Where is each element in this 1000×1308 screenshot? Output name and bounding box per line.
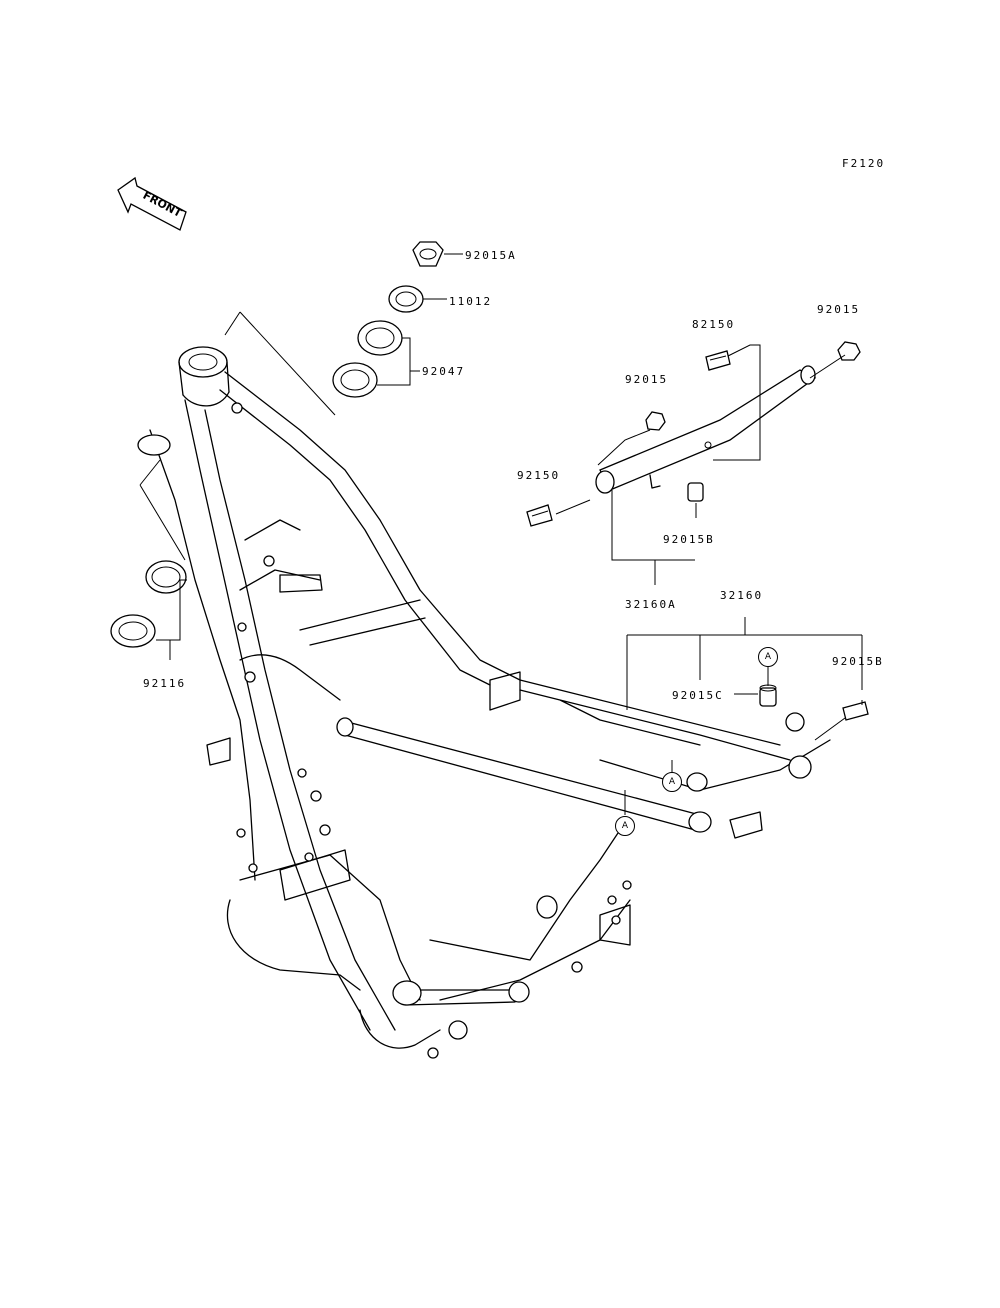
ref-marker-a-low: A: [615, 816, 635, 836]
front-arrow-icon: FRONT: [117, 176, 187, 231]
ref-marker-a-top: A: [758, 647, 778, 667]
ref-marker-a-mid: A: [662, 772, 682, 792]
bolt-82150: [705, 350, 731, 371]
label-92015B-stay: 92015B: [663, 533, 715, 546]
label-92116: 92116: [143, 677, 187, 690]
label-92015-mid: 92015: [625, 373, 669, 386]
label-92015A: 92015A: [465, 249, 517, 262]
label-92015B-right: 92015B: [832, 655, 884, 668]
label-32160: 32160: [720, 589, 764, 602]
race-lower: [145, 560, 187, 594]
collar-92015C: [759, 684, 777, 707]
washer-11012: [388, 285, 424, 313]
nut-92015-mid: [645, 411, 666, 431]
main-frame: [149, 346, 831, 1059]
label-92047: 92047: [422, 365, 466, 378]
collar-92015B: [687, 482, 704, 502]
label-32160A: 32160A: [625, 598, 677, 611]
bolt-92150: [526, 504, 553, 527]
label-92150: 92150: [517, 469, 561, 482]
nut-92015A: [412, 241, 444, 267]
label-11012: 11012: [449, 295, 493, 308]
races-92047: [332, 320, 403, 398]
label-92015C: 92015C: [672, 689, 724, 702]
label-92015-top: 92015: [817, 303, 861, 316]
collar-92015B-right: [842, 701, 869, 721]
bearing-92116: [110, 614, 156, 648]
figure-code: F2120: [842, 157, 886, 170]
label-82150: 82150: [692, 318, 736, 331]
